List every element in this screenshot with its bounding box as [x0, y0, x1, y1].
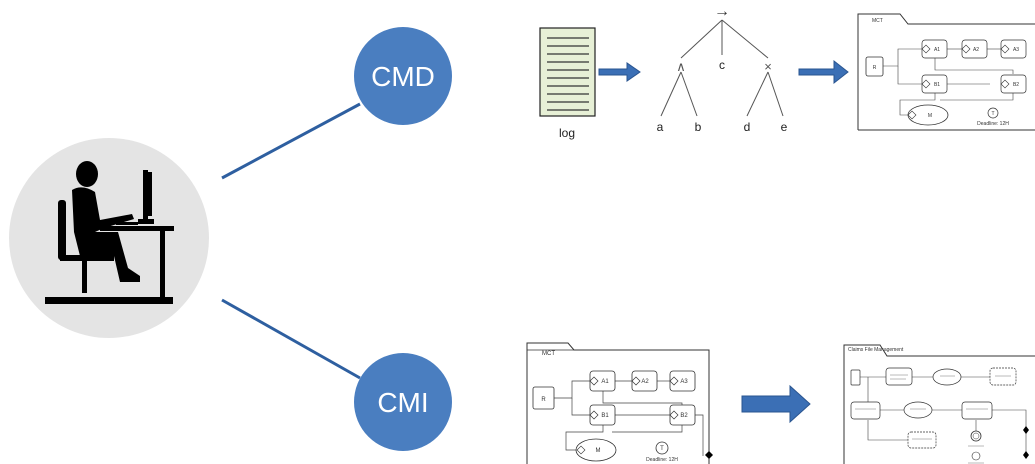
model-mid-timer: T: [660, 446, 664, 452]
cmi-label: CMI: [377, 387, 428, 418]
model-mid-header: MCT: [542, 351, 555, 357]
model-mid-task-a1: A1: [601, 379, 609, 385]
model-top-header: MCT: [872, 18, 883, 24]
model-top-task-a2: A2: [973, 47, 979, 53]
model-mid-task-a2: A2: [641, 379, 649, 385]
model-top-deadline: Deadline: 12H: [977, 121, 1009, 127]
model-top-start: R: [873, 65, 877, 71]
model-top-task-b1: B1: [934, 82, 940, 88]
model-mid-task-b1: B1: [601, 413, 609, 419]
process-tree: → ∧ × c a b d e: [657, 3, 788, 134]
tree-leaf-a: a: [657, 120, 664, 134]
model-top-task-b2: B2: [1013, 82, 1019, 88]
tree-leaf-b: b: [695, 120, 702, 134]
cmd-label: CMD: [371, 61, 435, 92]
model-top-task-a3: A3: [1013, 47, 1019, 53]
model-mid-deadline: Deadline: 12H: [646, 457, 678, 463]
model-top-task-a1: A1: [934, 47, 940, 53]
cmmn-model-top: MCT R A1 A2 A3 B1: [857, 13, 1035, 131]
model-top-timer: T: [991, 111, 994, 117]
model-top-milestone: M: [928, 113, 932, 119]
model-right-header: Claims File Management: [848, 347, 904, 353]
model-mid-task-b2: B2: [680, 413, 688, 419]
model-mid-milestone: M: [596, 448, 601, 454]
tree-operator-xor: ×: [764, 59, 772, 74]
tree-leaf-d: d: [744, 120, 751, 134]
connector-line-cmi: [221, 298, 361, 380]
model-mid-start: R: [541, 397, 546, 403]
connector-line-cmd: [221, 102, 361, 180]
cmmn-model-right: Claims File Management: [843, 344, 1035, 464]
cmmn-model-middle: MCT R A1 A2 A3: [526, 342, 713, 464]
right-arrow-icon: [741, 384, 811, 424]
document-lines-icon: [539, 27, 596, 117]
right-arrow-icon: [598, 62, 641, 82]
tree-operator-sequence: →: [714, 3, 730, 20]
cmd-node: CMD: [354, 27, 452, 125]
model-mid-task-a3: A3: [680, 379, 688, 385]
log-label: log: [559, 126, 575, 140]
tree-leaf-c: c: [719, 58, 725, 72]
person-at-computer-icon: [9, 138, 209, 338]
tree-leaf-e: e: [781, 120, 788, 134]
right-arrow-icon: [798, 59, 849, 85]
tree-operator-and: ∧: [676, 59, 686, 74]
cmi-node: CMI: [354, 353, 452, 451]
